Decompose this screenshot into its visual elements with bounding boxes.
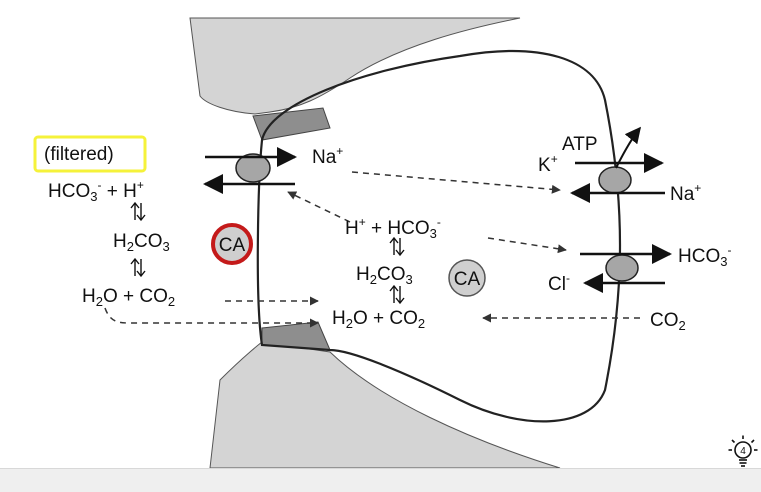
apical-transporter [235, 153, 271, 183]
filtered-label: (filtered) [44, 144, 114, 165]
h-to-apical-dashed-arrow [287, 191, 351, 223]
ca-enzyme-left-label: CA [219, 235, 246, 256]
atp-curve-arrow [615, 126, 641, 169]
upper-adjacent-cell [189, 17, 521, 115]
cell-water-co2-label: H2O + CO2 [332, 308, 425, 331]
equilibrium-arrow-cell-2 [389, 284, 405, 305]
bottom-status-bar [0, 468, 761, 492]
tubular-cell-outline [256, 49, 622, 423]
lightbulb-icon: 4 [728, 435, 758, 467]
lumen-h2o-dashed-arrow [104, 307, 319, 328]
lower-adjacent-cell [209, 341, 561, 469]
cell-proton-bicarbonate-label: H+ + HCO3- [345, 215, 441, 241]
tight-junction-top [252, 107, 331, 141]
potassium-label: K+ [538, 152, 558, 176]
na-k-atpase [598, 166, 632, 194]
hint-badge: 4 [740, 446, 746, 457]
filtered-highlight-box [33, 135, 147, 173]
equilibrium-arrow-cell-1 [389, 236, 405, 257]
ca-enzyme-left-circle [211, 223, 253, 265]
ca-enzyme-cell-label: CA [454, 269, 481, 290]
ca-enzyme-cell-circle [448, 259, 486, 297]
apical-sodium-label: Na+ [312, 144, 343, 168]
na-dashed-arrow [351, 171, 561, 194]
blood-co2-label: CO2 [650, 310, 686, 333]
equilibrium-arrow-left-1 [130, 201, 146, 222]
lumen-bicarbonate-proton-label: HCO3- + H+ [48, 178, 144, 204]
lumen-carbonic-acid-label: H2CO3 [113, 231, 170, 254]
atp-label: ATP [562, 134, 598, 155]
lumen-water-co2-label: H2O + CO2 [82, 286, 175, 309]
equilibrium-arrow-left-2 [130, 257, 146, 278]
basal-sodium-label: Na+ [670, 181, 701, 205]
basal-bicarbonate-label: HCO3- [678, 243, 731, 269]
chloride-label: Cl- [548, 271, 570, 295]
cell-carbonic-acid-label: H2CO3 [356, 264, 413, 287]
cl-hco3-exchanger [605, 254, 639, 282]
hco3-to-basal-dashed-arrow [487, 237, 567, 254]
hint-lightbulb-button[interactable]: 4 [728, 435, 758, 467]
